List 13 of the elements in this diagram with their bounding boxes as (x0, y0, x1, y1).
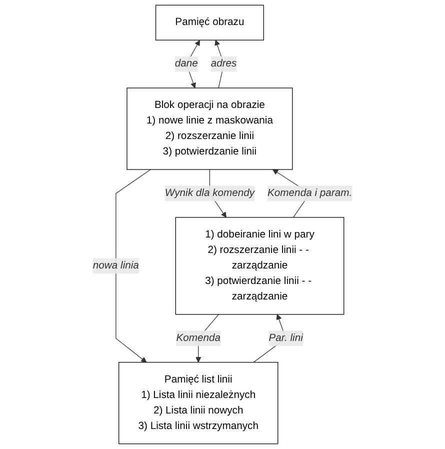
edge-label: Komenda i param. (268, 188, 352, 199)
arrow (186, 40, 200, 88)
node-box: 1) dobeiranie lini w pary 2) rozszerzanie linii - - zarządzanie 3) potwierdzanie linii - - zarządzanie (175, 217, 344, 315)
edge-label: nowa linia (92, 260, 139, 272)
edge-label: adres (210, 58, 237, 70)
node-box: Pamięć obrazu (155, 4, 264, 40)
edge-label: dane (174, 58, 198, 70)
edge-label: Komenda (176, 332, 221, 344)
node-box: Blok operacji na obrazie 1) nowe linie z maskowania 2) rozszerzanie linii 3) potwierdzanie linii (126, 88, 293, 170)
edge-label: Wynik dla komendy (164, 188, 255, 199)
node-box: Pamięć list linii 1) Lista linii niezależnych 2) Lista linii nowych 3) Lista linii wstrzymanych (118, 362, 278, 444)
edge-label: Par. lini (268, 332, 303, 344)
arrow (116, 169, 151, 363)
